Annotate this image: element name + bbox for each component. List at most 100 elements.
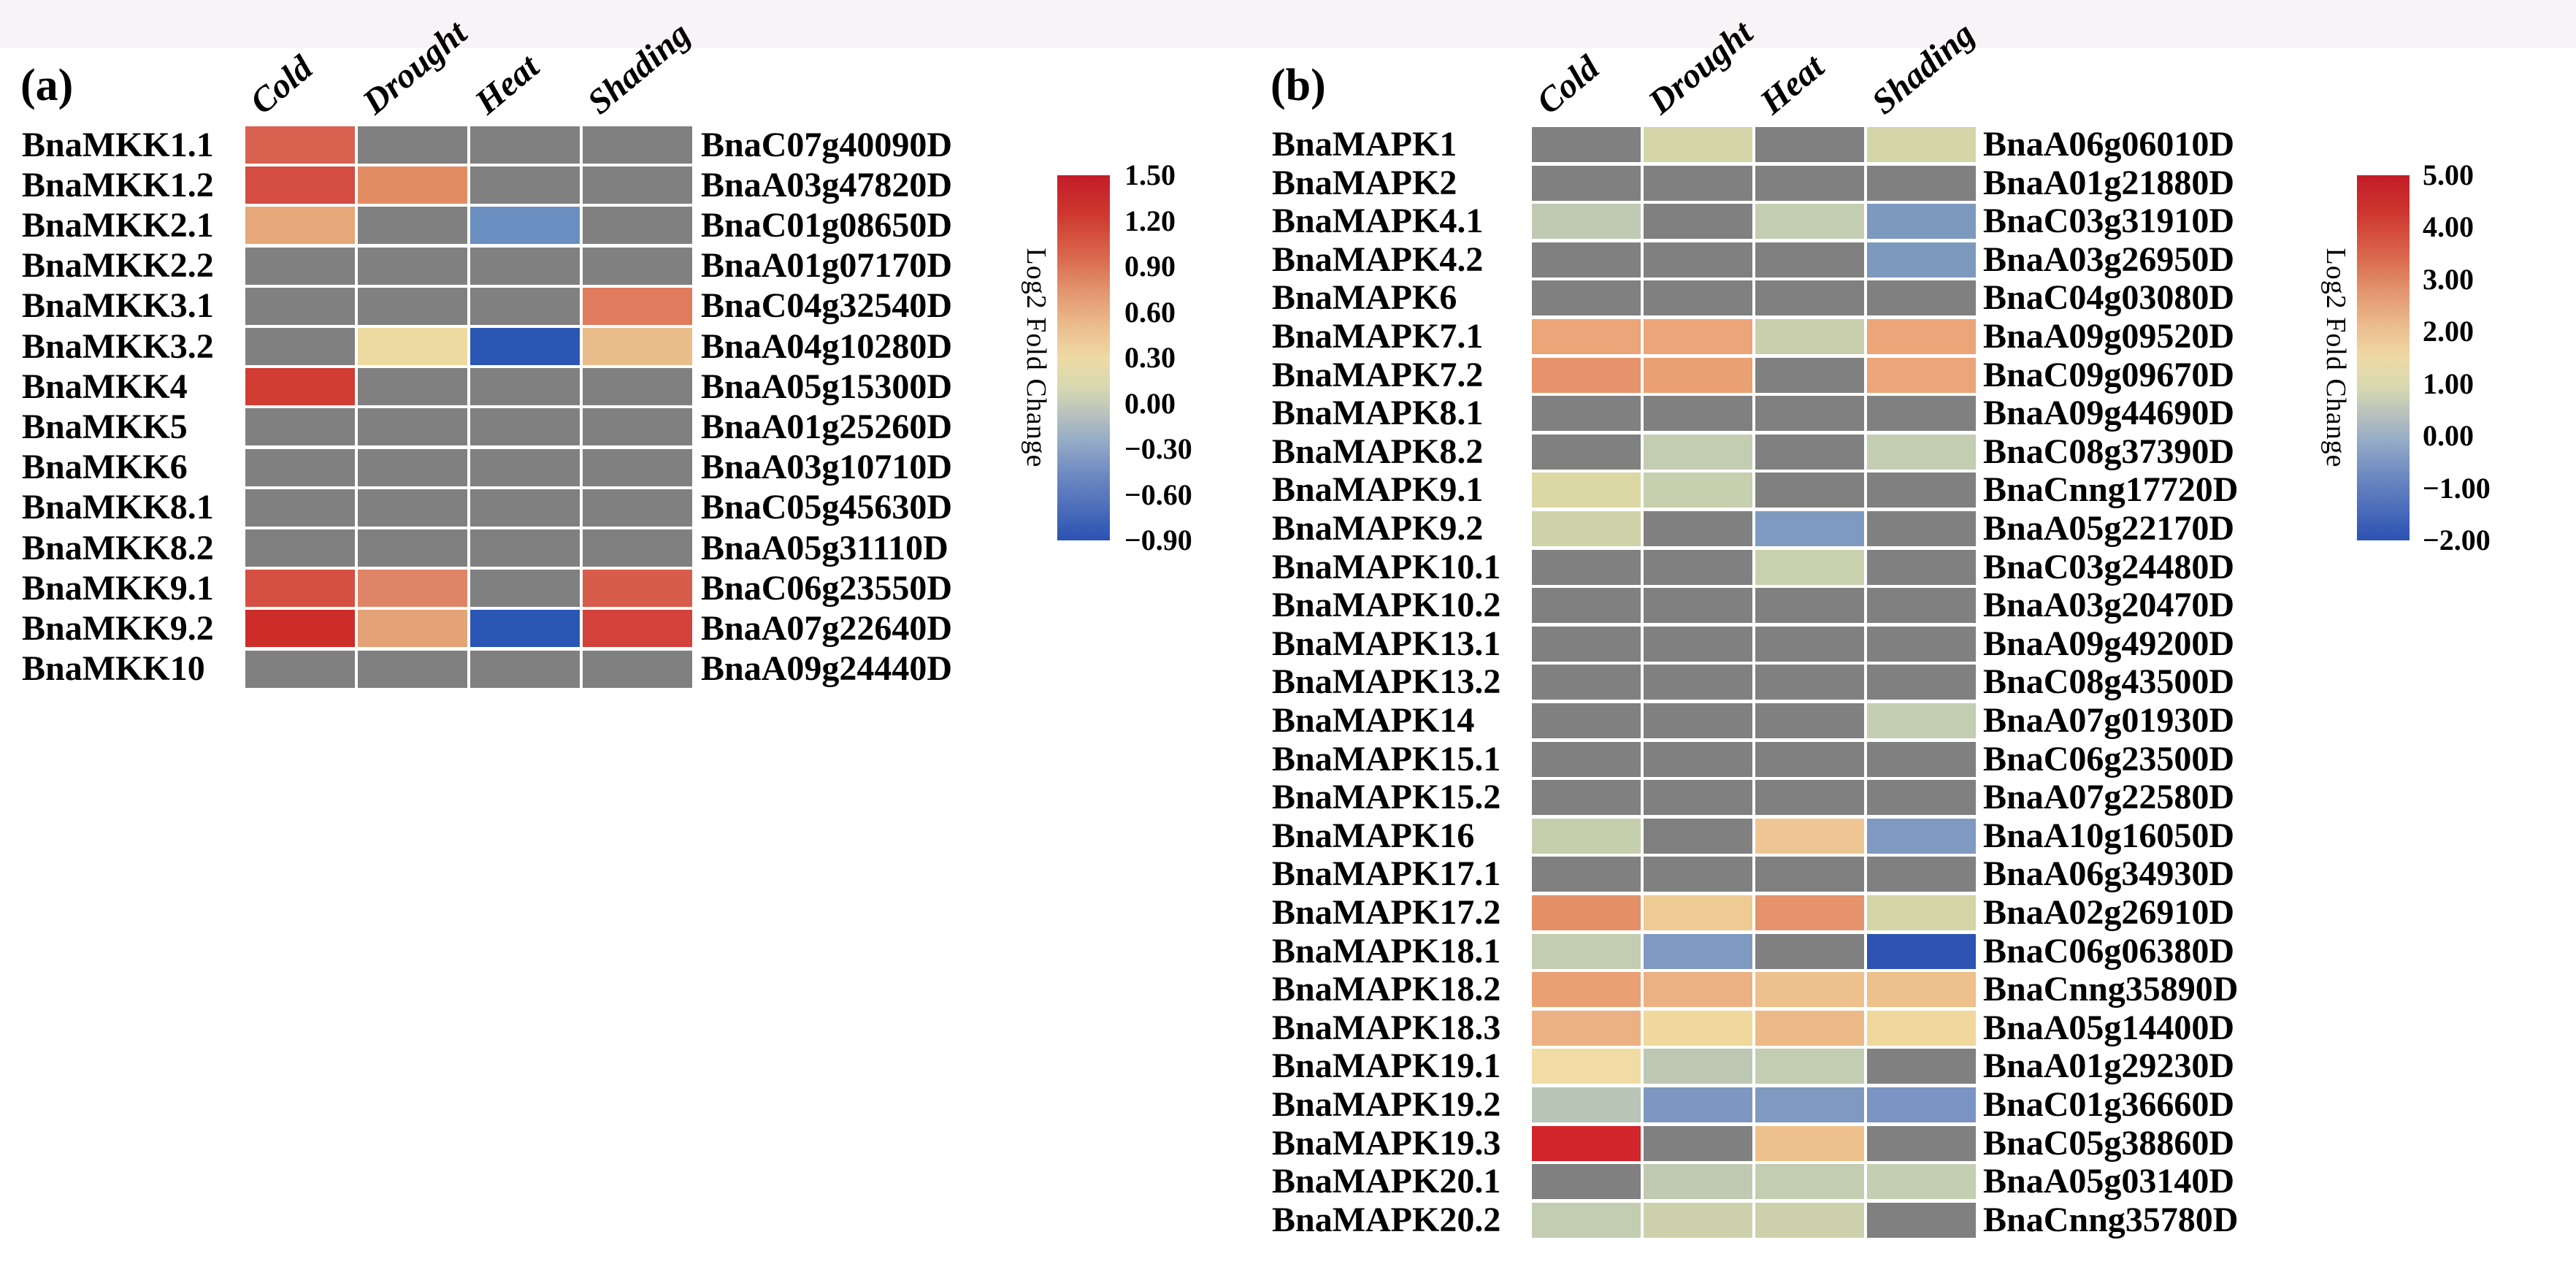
heatmap-cell-BnaMAPK10.2-shading xyxy=(1867,588,1976,624)
column-header-cold: Cold xyxy=(1529,48,1607,122)
heatmap-cell-BnaMAPK13.1-drought xyxy=(1644,626,1752,662)
gene-row-label: BnaMAPK6 xyxy=(1272,278,1457,318)
heatmap-cell-BnaMAPK10.1-heat xyxy=(1755,549,1864,585)
heatmap-cell-BnaMAPK8.2-cold xyxy=(1532,434,1641,470)
gene-row-label: BnaMAPK8.1 xyxy=(1272,394,1484,433)
heatmap-cell-BnaMKK9.1-cold xyxy=(245,570,355,608)
gene-row-label: BnaMAPK16 xyxy=(1272,816,1475,855)
heatmap-cell-BnaMAPK13.2-heat xyxy=(1755,665,1864,700)
heatmap-cell-BnaMAPK19.1-drought xyxy=(1644,1049,1752,1084)
heatmap-cell-BnaMAPK19.1-heat xyxy=(1755,1049,1864,1084)
heatmap-cell-BnaMAPK16-shading xyxy=(1867,818,1976,854)
heatmap-cell-BnaMKK10-drought xyxy=(358,650,467,688)
gene-row-label: BnaMAPK19.2 xyxy=(1272,1085,1501,1124)
heatmap-cell-BnaMAPK20.1-cold xyxy=(1532,1164,1641,1200)
colorbar-tick-label: 0.60 xyxy=(1124,295,1176,329)
heatmap-cell-BnaMAPK10.1-cold xyxy=(1532,549,1641,585)
gene-row-label: BnaMAPK2 xyxy=(1272,163,1457,202)
gene-id-label: BnaC04g03080D xyxy=(1983,278,2235,318)
heatmap-cell-BnaMKK2.1-heat xyxy=(470,207,580,245)
colorbar-tick-label: −0.90 xyxy=(1124,524,1192,556)
gene-id-label: BnaC06g23550D xyxy=(701,568,953,608)
heatmap-cell-BnaMKK2.2-cold xyxy=(245,247,355,285)
heatmap-cell-BnaMAPK10.2-drought xyxy=(1644,588,1752,624)
gene-id-label: BnaC04g32540D xyxy=(701,286,953,326)
column-header-heat: Heat xyxy=(1752,47,1832,122)
heatmap-cell-BnaMKK5-drought xyxy=(358,408,467,446)
heatmap-cell-BnaMAPK15.2-drought xyxy=(1644,780,1752,816)
heatmap-cell-BnaMAPK4.2-cold xyxy=(1532,242,1641,277)
gene-row-label: BnaMAPK7.2 xyxy=(1272,355,1484,394)
heatmap-cell-BnaMAPK7.2-cold xyxy=(1532,357,1641,393)
heatmap-cell-BnaMKK9.2-shading xyxy=(583,610,692,648)
heatmap-cell-BnaMAPK18.1-heat xyxy=(1755,933,1864,969)
heatmap-cell-BnaMKK1.2-heat xyxy=(470,166,580,204)
heatmap-cell-BnaMKK10-heat xyxy=(470,650,580,688)
colorbar-tick-label: 1.00 xyxy=(2423,367,2474,400)
heatmap-cell-BnaMAPK7.1-heat xyxy=(1755,319,1864,354)
gene-id-label: BnaC08g37390D xyxy=(1983,432,2235,471)
heatmap-cell-BnaMKK1.1-cold xyxy=(245,126,355,164)
heatmap-cell-BnaMAPK1-shading xyxy=(1867,127,1976,162)
heatmap-cell-BnaMAPK6-cold xyxy=(1532,280,1641,316)
heatmap-cell-BnaMKK5-cold xyxy=(245,408,355,446)
gene-id-label: BnaC06g06380D xyxy=(1983,931,2235,971)
heatmap-cell-BnaMAPK19.3-drought xyxy=(1644,1125,1752,1161)
gene-row-label: BnaMKK2.1 xyxy=(22,205,214,245)
heatmap-cell-BnaMAPK19.3-cold xyxy=(1532,1125,1641,1161)
gene-row-label: BnaMKK9.2 xyxy=(22,608,214,648)
gene-row-label: BnaMKK4 xyxy=(22,367,188,406)
heatmap-cell-BnaMKK1.2-cold xyxy=(245,166,355,204)
heatmap-cell-BnaMAPK19.2-shading xyxy=(1867,1087,1976,1122)
colorbar-gradient xyxy=(1057,175,1110,540)
heatmap-cell-BnaMAPK4.2-shading xyxy=(1867,242,1976,277)
heatmap-cell-BnaMAPK19.3-heat xyxy=(1755,1125,1864,1161)
heatmap-cell-BnaMAPK8.1-drought xyxy=(1644,396,1752,432)
heatmap-cell-BnaMAPK19.2-cold xyxy=(1532,1087,1641,1122)
heatmap-cell-BnaMAPK15.1-drought xyxy=(1644,741,1752,777)
heatmap-cell-BnaMAPK7.1-drought xyxy=(1644,319,1752,354)
gene-id-label: BnaA03g47820D xyxy=(701,165,953,204)
gene-row-label: BnaMAPK10.2 xyxy=(1272,586,1501,625)
heatmap-cell-BnaMKK2.2-drought xyxy=(358,247,467,285)
heatmap-cell-BnaMAPK18.2-cold xyxy=(1532,972,1641,1008)
gene-row-label: BnaMAPK15.1 xyxy=(1272,739,1501,778)
heatmap-cell-BnaMKK1.2-shading xyxy=(583,166,692,204)
heatmap-cell-BnaMKK8.1-cold xyxy=(245,489,355,527)
heatmap-cell-BnaMAPK14-shading xyxy=(1867,703,1976,738)
heatmap-cell-BnaMKK1.1-drought xyxy=(358,126,467,164)
gene-id-label: BnaC03g31910D xyxy=(1983,202,2235,241)
gene-id-label: BnaA10g16050D xyxy=(1983,816,2235,855)
heatmap-cell-BnaMAPK18.1-drought xyxy=(1644,933,1752,969)
gene-id-label: BnaC01g36660D xyxy=(1983,1085,2235,1124)
heatmap-cell-BnaMKK2.1-drought xyxy=(358,207,467,245)
heatmap-cell-BnaMKK9.2-cold xyxy=(245,610,355,648)
gene-row-label: BnaMAPK18.1 xyxy=(1272,931,1501,971)
heatmap-cell-BnaMAPK10.1-shading xyxy=(1867,549,1976,585)
heatmap-cell-BnaMKK4-heat xyxy=(470,368,580,406)
heatmap-cell-BnaMAPK18.1-shading xyxy=(1867,933,1976,969)
heatmap-cell-BnaMKK3.2-heat xyxy=(470,328,580,365)
gene-row-label: BnaMKK8.2 xyxy=(22,528,214,567)
heatmap-cell-BnaMAPK18.3-drought xyxy=(1644,1010,1752,1046)
gene-id-label: BnaA09g49200D xyxy=(1983,624,2235,663)
gene-row-label: BnaMAPK17.2 xyxy=(1272,893,1501,932)
heatmap-cell-BnaMAPK15.2-heat xyxy=(1755,780,1864,816)
heatmap-cell-BnaMAPK10.1-drought xyxy=(1644,549,1752,585)
gene-row-label: BnaMAPK10.1 xyxy=(1272,547,1501,586)
gene-id-label: BnaA09g44690D xyxy=(1983,394,2235,433)
heatmap-cell-BnaMAPK9.1-cold xyxy=(1532,472,1641,508)
gene-row-label: BnaMAPK4.1 xyxy=(1272,202,1484,241)
gene-row-label: BnaMKK3.1 xyxy=(22,286,214,326)
gene-row-label: BnaMAPK9.2 xyxy=(1272,509,1484,548)
heatmap-cell-BnaMKK6-shading xyxy=(583,448,692,486)
heatmap-cell-BnaMAPK4.1-cold xyxy=(1532,204,1641,240)
gene-id-label: BnaA03g26950D xyxy=(1983,240,2235,279)
heatmap-cell-BnaMAPK20.1-heat xyxy=(1755,1164,1864,1200)
gene-id-label: BnaCnng35780D xyxy=(1983,1200,2239,1239)
heatmap-cell-BnaMAPK2-drought xyxy=(1644,165,1752,201)
heatmap-cell-BnaMKK10-cold xyxy=(245,650,355,688)
gene-id-label: BnaC05g38860D xyxy=(1983,1123,2235,1163)
heatmap-cell-BnaMAPK16-drought xyxy=(1644,818,1752,854)
